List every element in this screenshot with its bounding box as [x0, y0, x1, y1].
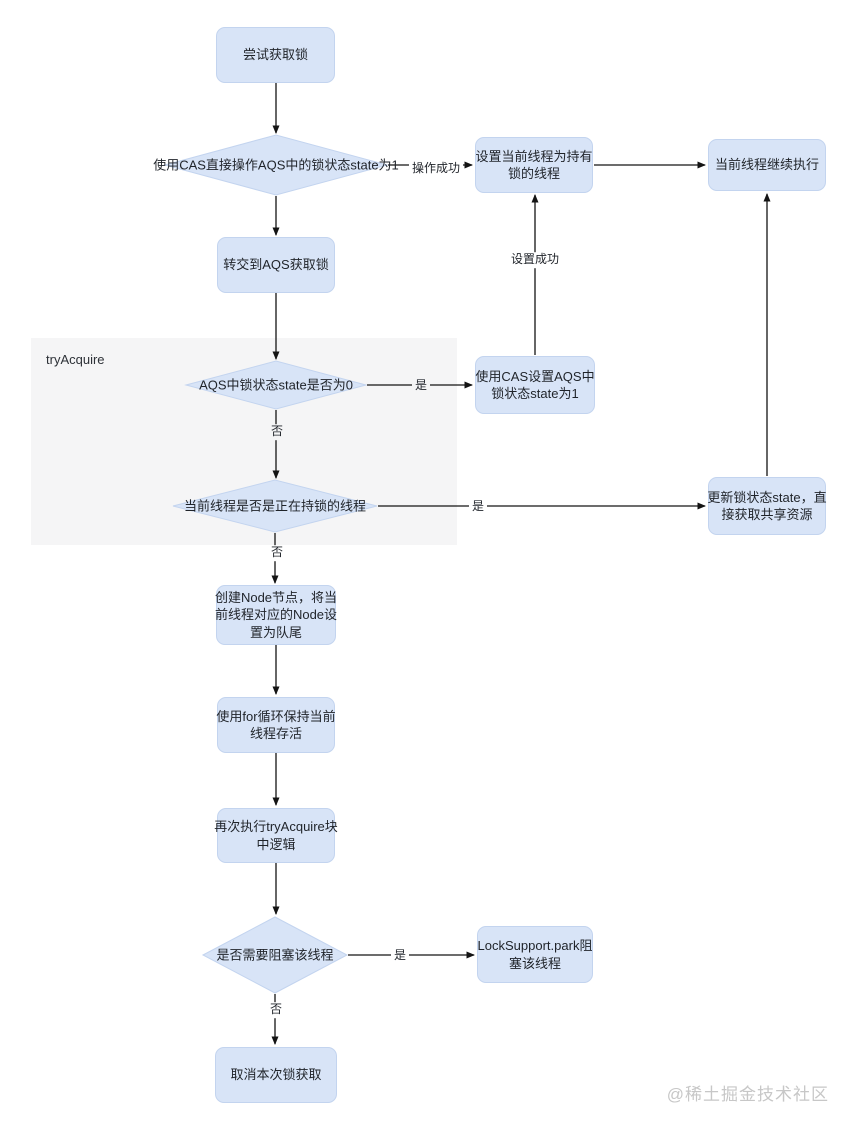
decision-state-zero-shape [184, 360, 368, 410]
node-try-acquire-label: 尝试获取锁 [242, 47, 308, 63]
decision-cas-direct-shape [163, 134, 389, 196]
node-continue-exec: 当前线程继续执行 [708, 139, 826, 191]
edge-label-set-success: 设置成功 [507, 252, 563, 268]
edge-label-yes-block: 是 [390, 948, 410, 964]
edge-label-no-block: 否 [266, 1002, 286, 1018]
node-delegate-aqs: 转交到AQS获取锁 [217, 237, 335, 293]
edge-label-op-success: 操作成功 [408, 161, 464, 177]
edge-label-no-state-zero: 否 [267, 424, 287, 440]
node-for-loop: 使用for循环保持当前 线程存活 [216, 697, 336, 753]
node-cas-set: 使用CAS设置AQS中 锁状态state为1 [475, 356, 595, 414]
node-set-owner: 设置当前线程为持有 锁的线程 [475, 137, 593, 193]
decision-current-holder-shape [172, 479, 378, 533]
node-cas-set-label: 使用CAS设置AQS中 锁状态state为1 [475, 368, 595, 401]
edge-label-yes-holder: 是 [468, 499, 488, 515]
node-cancel-acquire-label: 取消本次锁获取 [230, 1067, 322, 1083]
node-create-node: 创建Node节点，将当 前线程对应的Node设 置为队尾 [214, 585, 338, 645]
node-delegate-aqs-label: 转交到AQS获取锁 [223, 257, 329, 273]
node-park-thread: LockSupport.park阻 塞该线程 [477, 926, 593, 983]
node-cancel-acquire: 取消本次锁获取 [215, 1047, 337, 1103]
node-create-node-label: 创建Node节点，将当 前线程对应的Node设 置为队尾 [214, 590, 338, 640]
node-retry-tryacquire-label: 再次执行tryAcquire块 中逻辑 [214, 819, 338, 852]
node-set-owner-label: 设置当前线程为持有 锁的线程 [475, 148, 593, 181]
decision-need-block-shape [201, 916, 349, 994]
node-update-state-label: 更新锁状态state，直 接获取共享资源 [707, 489, 827, 522]
node-park-thread-label: LockSupport.park阻 塞该线程 [477, 938, 593, 971]
edge-label-yes-state-zero: 是 [411, 378, 431, 394]
tryacquire-group-label: tryAcquire [46, 352, 105, 367]
node-for-loop-label: 使用for循环保持当前 线程存活 [216, 708, 336, 741]
watermark: @稀土掘金技术社区 [666, 1085, 829, 1104]
node-update-state: 更新锁状态state，直 接获取共享资源 [707, 477, 827, 535]
node-try-acquire: 尝试获取锁 [216, 27, 335, 83]
node-continue-exec-label: 当前线程继续执行 [714, 157, 819, 173]
edge-label-no-holder: 否 [267, 545, 287, 561]
node-retry-tryacquire: 再次执行tryAcquire块 中逻辑 [214, 808, 338, 863]
